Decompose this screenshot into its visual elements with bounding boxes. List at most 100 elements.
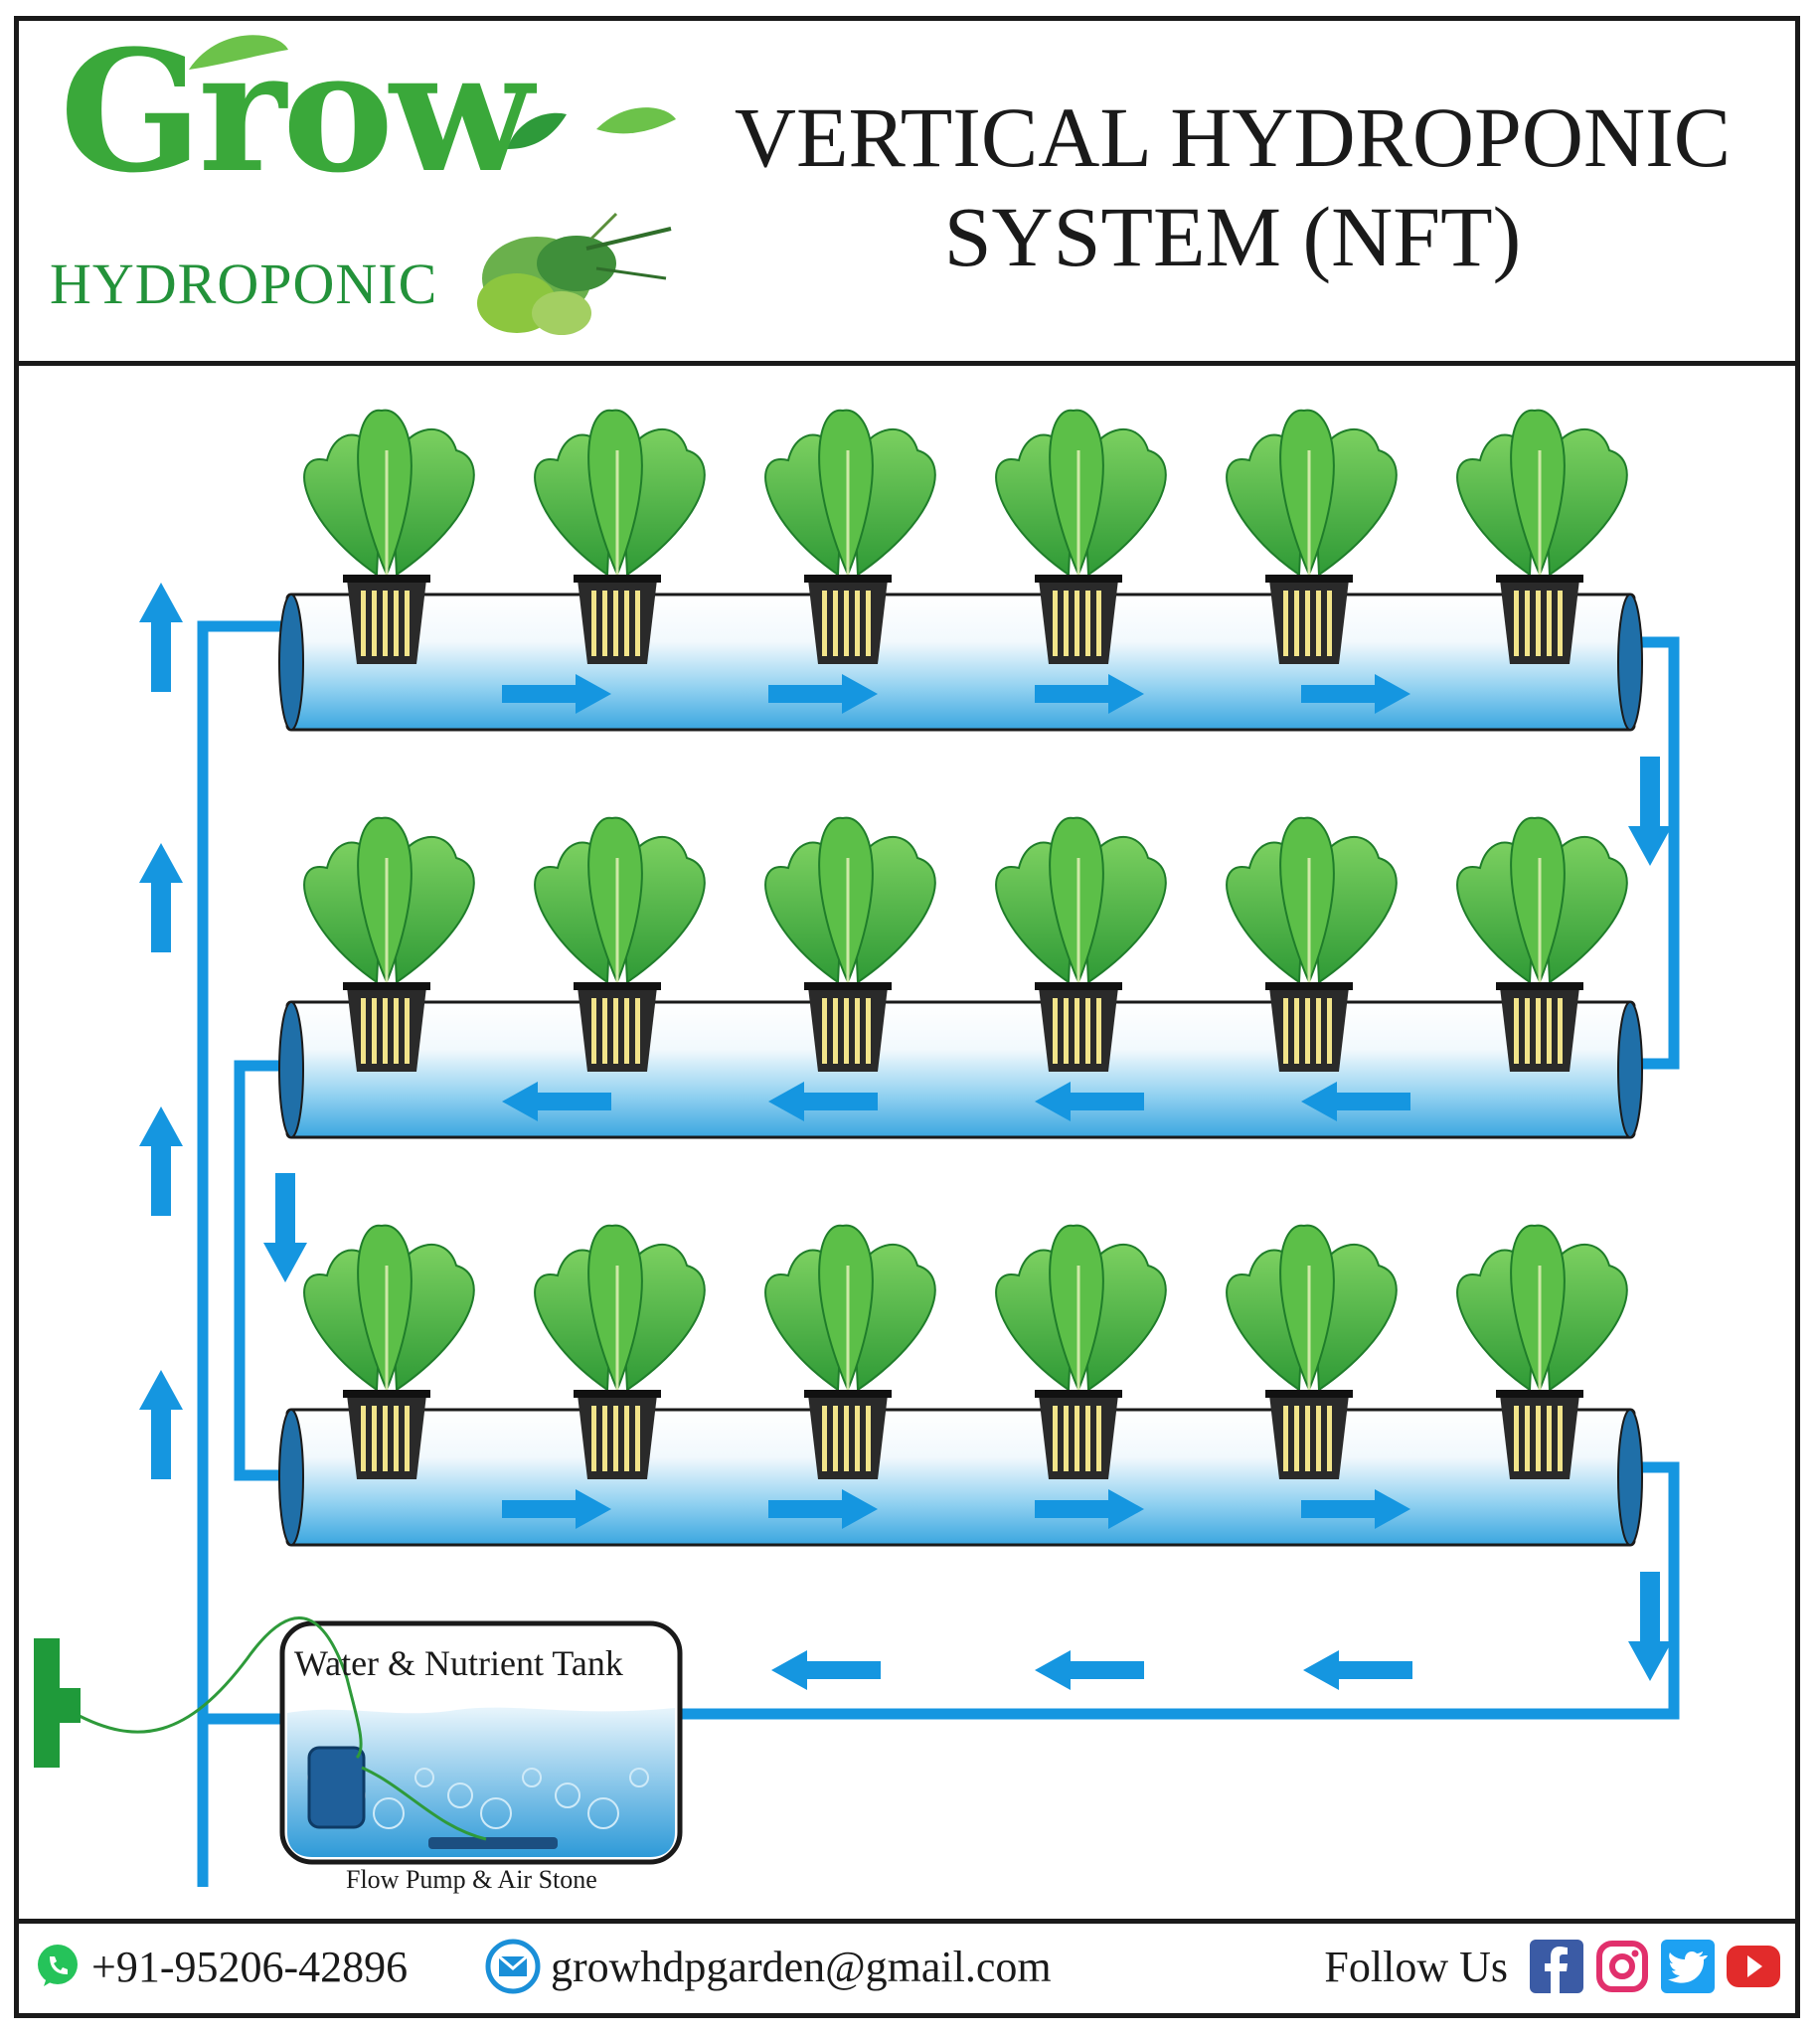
flow-arrow-down — [1628, 757, 1672, 866]
flow-arrow — [768, 1082, 878, 1121]
root-strand — [1558, 998, 1563, 1064]
flow-arrows — [139, 583, 1672, 1690]
lettuce-plant — [764, 1224, 936, 1479]
root-strand — [844, 998, 849, 1064]
leaf — [587, 1224, 643, 1393]
root-strand — [361, 1406, 366, 1471]
leaf — [357, 816, 413, 985]
root-strand — [1294, 998, 1299, 1064]
flow-arrow — [1035, 1489, 1144, 1529]
net-pot-rim — [574, 1390, 661, 1398]
lettuce-plant — [1456, 409, 1628, 664]
root-strand — [1514, 1406, 1519, 1471]
flow-arrow-up — [139, 583, 183, 692]
root-strand — [1316, 998, 1321, 1064]
root-strand — [1305, 998, 1310, 1064]
root-strand — [1064, 591, 1069, 656]
root-strand — [1536, 1406, 1541, 1471]
lettuce-plant — [303, 816, 475, 1072]
root-strand — [1085, 591, 1090, 656]
flow-arrow-down — [1628, 1572, 1672, 1681]
root-strand — [1536, 591, 1541, 656]
flow-arrow-down — [263, 1173, 307, 1282]
root-strand — [1525, 1406, 1530, 1471]
power-plug — [34, 1638, 60, 1768]
root-strand — [833, 998, 838, 1064]
outer-frame — [14, 16, 1800, 2018]
flow-arrow — [502, 1489, 611, 1529]
root-strand — [591, 998, 596, 1064]
air-bubble — [480, 1797, 512, 1829]
root-strand — [613, 591, 618, 656]
root-strand — [602, 591, 607, 656]
phone-contact[interactable]: +91-95206-42896 — [34, 1937, 408, 1996]
youtube-icon[interactable] — [1727, 1940, 1780, 1993]
root-strand — [372, 591, 377, 656]
nutrient-tank — [34, 1616, 683, 1865]
twitter-icon[interactable] — [1661, 1940, 1715, 1993]
lettuce-plant — [995, 409, 1167, 664]
root-strand — [1096, 998, 1101, 1064]
root-strand — [866, 591, 871, 656]
root-strand — [624, 591, 629, 656]
channel-pipe — [285, 1000, 1636, 1139]
root-strand — [1075, 1406, 1079, 1471]
root-strand — [1064, 1406, 1069, 1471]
net-pot-rim — [343, 575, 430, 583]
flow-arrow-up — [139, 1106, 183, 1216]
net-pot-rim — [1265, 575, 1353, 583]
root-strand — [591, 591, 596, 656]
flow-arrow — [768, 674, 878, 714]
net-pot-rim — [574, 575, 661, 583]
root-strand — [866, 1406, 871, 1471]
channel-pipe — [285, 593, 1636, 732]
root-strand — [613, 998, 618, 1064]
lettuce-plant — [534, 409, 706, 664]
power-plug-head — [59, 1688, 81, 1723]
net-pot-rim — [1265, 1390, 1353, 1398]
growing-channels — [278, 409, 1643, 1547]
tank-label: Water & Nutrient Tank — [294, 1643, 623, 1683]
root-strand — [1547, 591, 1552, 656]
email-contact[interactable]: growhdpgarden@gmail.com — [485, 1937, 1052, 1996]
root-strand — [833, 591, 838, 656]
lettuce-plant — [1456, 816, 1628, 1072]
root-strand — [1514, 591, 1519, 656]
net-pot-rim — [1035, 982, 1122, 990]
leaf — [818, 409, 874, 578]
net-pot-rim — [1035, 1390, 1122, 1398]
lettuce-plant — [995, 1224, 1167, 1479]
root-strand — [1294, 1406, 1299, 1471]
root-strand — [822, 591, 827, 656]
leaf — [1279, 816, 1335, 985]
root-strand — [383, 998, 388, 1064]
root-strand — [1558, 1406, 1563, 1471]
leaf — [1049, 816, 1104, 985]
root-strand — [405, 1406, 410, 1471]
page-title: VERTICAL HYDROPONIC SYSTEM (NFT) — [676, 87, 1789, 286]
root-strand — [1327, 1406, 1332, 1471]
title-line-2: SYSTEM (NFT) — [943, 189, 1522, 284]
channel-end-cap — [278, 1001, 304, 1138]
root-strand — [844, 591, 849, 656]
instagram-icon[interactable] — [1595, 1940, 1649, 1993]
air-bubble — [587, 1797, 619, 1829]
root-strand — [1053, 1406, 1058, 1471]
lettuce-plant — [303, 409, 475, 664]
root-strand — [1283, 998, 1288, 1064]
channel-end-cap — [278, 1409, 304, 1546]
air-bubble — [555, 1782, 580, 1808]
flow-arrow — [502, 1082, 611, 1121]
facebook-icon[interactable] — [1530, 1940, 1583, 1993]
net-pot-rim — [1035, 575, 1122, 583]
lettuce-plant — [1226, 1224, 1398, 1479]
air-bubble — [447, 1782, 473, 1808]
lettuce-plant — [303, 1224, 475, 1479]
leaf — [1279, 1224, 1335, 1393]
channel-row — [278, 816, 1643, 1139]
root-strand — [394, 1406, 399, 1471]
net-pot-rim — [804, 982, 892, 990]
root-strand — [866, 998, 871, 1064]
tank-water — [287, 1707, 675, 1857]
flow-arrow-up — [139, 1370, 183, 1479]
